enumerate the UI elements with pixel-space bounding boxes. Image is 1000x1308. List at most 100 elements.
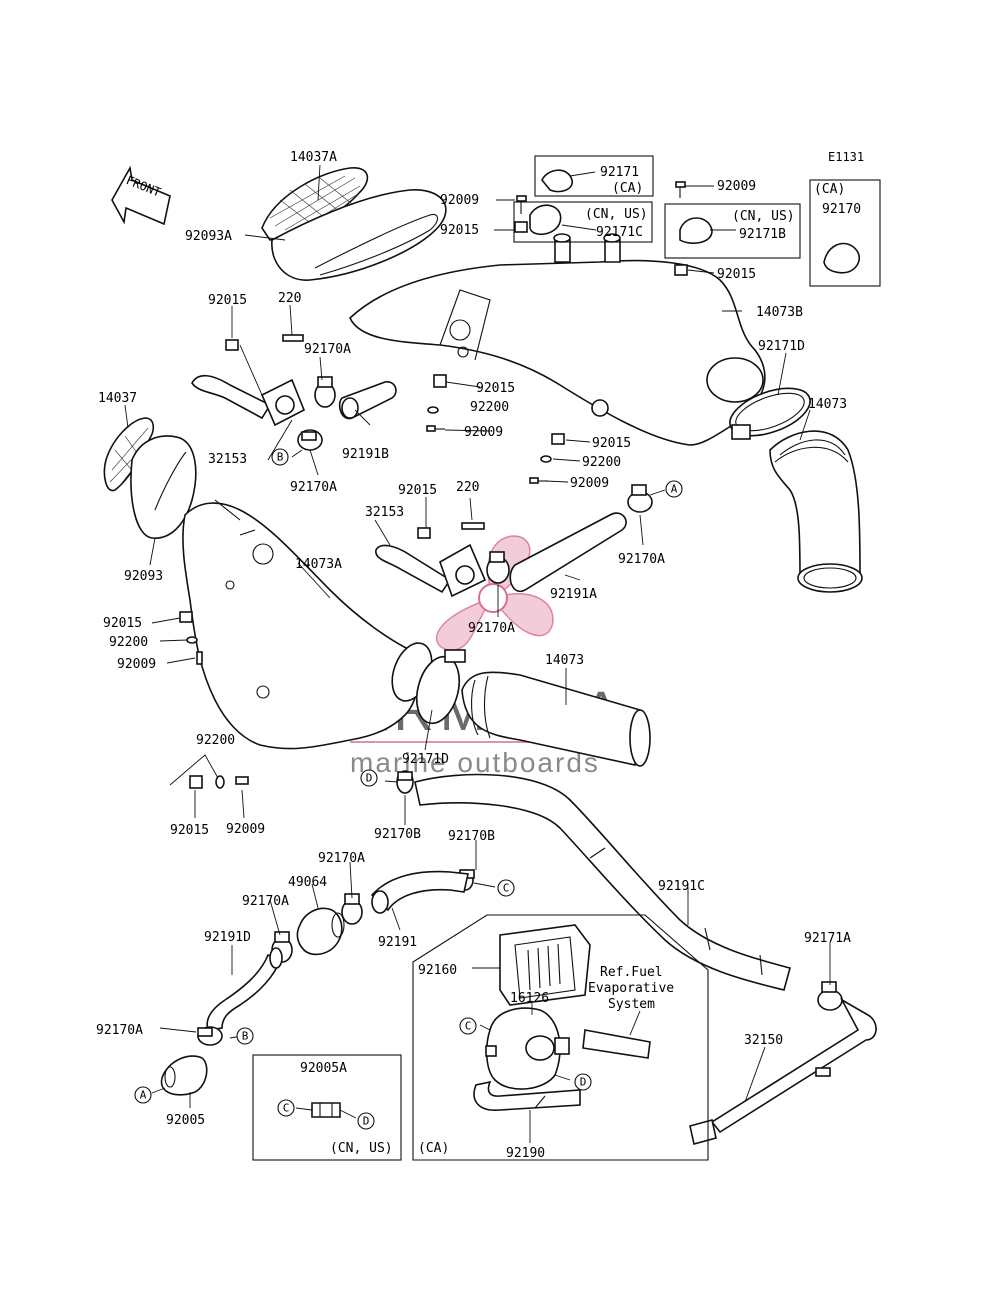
connection-markers: B A D C B A C D C D: [134, 448, 683, 1130]
washer-92200-mid2: [540, 455, 552, 463]
hose-14073-lower: [461, 671, 651, 767]
hose-fuel-evap: [582, 1029, 651, 1059]
washer-92200-mid: [427, 406, 439, 414]
callout-92170A: 92170A: [618, 552, 665, 567]
callout-92171A: 92171A: [804, 931, 851, 946]
callout-32153: 32153: [208, 452, 247, 467]
marker-b: B: [236, 1027, 254, 1045]
screw-92009-top: [516, 195, 527, 214]
callout-92171B: 92171B: [739, 227, 786, 242]
fitting-92005: [160, 1055, 208, 1096]
hose-92191A: [509, 512, 627, 593]
clamp-92170A-center: [486, 551, 510, 584]
callout-ref-fuel: Ref.Fuel: [600, 965, 663, 980]
callout-92170B: 92170B: [448, 829, 495, 844]
svg-text:B: B: [277, 451, 284, 464]
grommet-92015-bottom: [189, 775, 203, 789]
elbow-hose-14073-upper: [769, 430, 863, 593]
grommet-92015-left: [179, 611, 193, 623]
callout-cn-us: (CN, US): [732, 209, 795, 224]
callout-92005A: 92005A: [300, 1061, 347, 1076]
svg-text:D: D: [366, 772, 373, 785]
callout-220: 220: [456, 480, 479, 495]
screw-92009-mid2: [529, 477, 548, 484]
callout-ca: (CA): [418, 1141, 449, 1156]
callout-14073A: 14073A: [295, 557, 342, 572]
box-CA-92170: [809, 179, 881, 287]
callout-92190: 92190: [506, 1146, 545, 1161]
intake-duct-92093: [130, 435, 197, 539]
callout-92170B: 92170B: [374, 827, 421, 842]
bolt-220-upper: [282, 334, 304, 342]
bolt-220-center: [461, 522, 485, 530]
callout-92015: 92015: [208, 293, 247, 308]
canister-16126: [485, 1007, 570, 1090]
watermark-tagline: marine outboards: [350, 747, 600, 778]
callout-92009: 92009: [570, 476, 609, 491]
callout-cn-us: (CN, US): [330, 1141, 393, 1156]
tube-32153-upper: [191, 374, 272, 420]
intake-duct-92093A: [271, 189, 447, 281]
callout-92170A: 92170A: [468, 621, 515, 636]
marker-a: A: [134, 1086, 152, 1104]
callout-92015: 92015: [170, 823, 209, 838]
tube-32153-center: [375, 544, 452, 594]
grommet-92015-center: [417, 527, 431, 539]
svg-text:C: C: [283, 1102, 290, 1115]
callout-92171: 92171: [600, 165, 639, 180]
callout-92009: 92009: [717, 179, 756, 194]
callout-92093: 92093: [124, 569, 163, 584]
box-92005A: [252, 1054, 402, 1161]
clamp-92170A-right: [627, 484, 653, 513]
screw-92009-left: [196, 651, 203, 665]
clamp-92170A-lower-c: [197, 1026, 223, 1046]
pipe-32150: [689, 997, 877, 1145]
callout-92170: 92170: [822, 202, 861, 217]
callout-92191A: 92191A: [550, 587, 597, 602]
clamp-92171D-lower: [415, 649, 466, 725]
callout-14073B: 14073B: [756, 305, 803, 320]
marker-a: A: [665, 480, 683, 498]
hose-92191B: [338, 381, 397, 420]
svg-text:D: D: [363, 1115, 370, 1128]
callout-92015: 92015: [717, 267, 756, 282]
callout-92200: 92200: [470, 400, 509, 415]
grommet-92015-mid2: [551, 433, 565, 445]
air-duct-14073B: [349, 233, 766, 446]
leader-lines: [124, 164, 831, 1143]
marker-d: D: [357, 1112, 375, 1130]
bracket-fitting-upper: [260, 378, 306, 427]
washer-92200-left: [186, 636, 198, 644]
svg-text:C: C: [503, 882, 510, 895]
callout-92171D: 92171D: [758, 339, 805, 354]
grommet-92015-left-top: [225, 339, 239, 351]
clamp-92171D-upper: [729, 387, 811, 440]
svg-text:B: B: [242, 1030, 249, 1043]
callout-92191B: 92191B: [342, 447, 389, 462]
clamp-92170B-top: [396, 770, 414, 794]
callout-49064: 49064: [288, 875, 327, 890]
svg-text:A: A: [671, 483, 678, 496]
marker-b: B: [271, 448, 289, 466]
callout-32150: 32150: [744, 1033, 783, 1048]
callout-14037A: 14037A: [290, 150, 337, 165]
bracket-fitting-center: [439, 543, 487, 598]
callout-92009: 92009: [226, 822, 265, 837]
callout-92160: 92160: [418, 963, 457, 978]
callout-92191D: 92191D: [204, 930, 251, 945]
grommet-92015-mid: [433, 374, 447, 388]
check-valve-49064: [296, 907, 345, 956]
callout-labels: 14037A 92093A 92015 220 92170A 14037 921…: [96, 150, 861, 1161]
air-duct-14073A: [182, 499, 433, 750]
screw-92009-mid: [426, 425, 445, 432]
callout-92171D: 92171D: [402, 752, 449, 767]
callout-92009: 92009: [440, 193, 479, 208]
grommet-92015-top: [514, 221, 528, 233]
hose-92191: [370, 870, 469, 914]
washer-92200-bottom: [215, 775, 225, 789]
callout-92170A: 92170A: [290, 480, 337, 495]
callout-92015: 92015: [592, 436, 631, 451]
callout-92200: 92200: [582, 455, 621, 470]
callout-cn-us: (CN, US): [585, 207, 648, 222]
